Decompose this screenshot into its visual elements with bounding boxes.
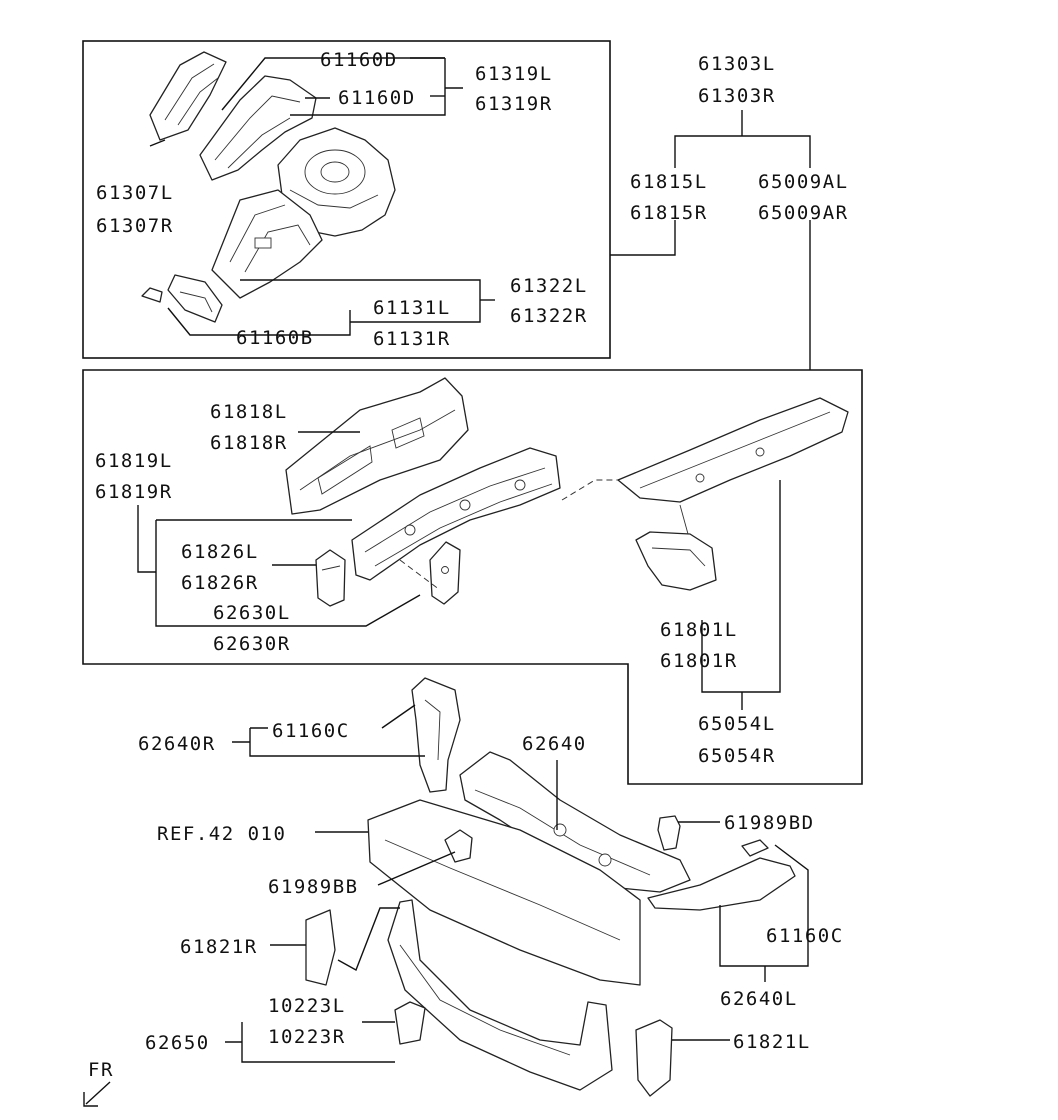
- label-61821L: 61821L: [733, 1031, 811, 1053]
- leader-lines: [137, 57, 811, 1063]
- label-65054R: 65054R: [698, 745, 776, 767]
- label-65009AL: 65009AL: [758, 171, 849, 193]
- label-61989BB: 61989BB: [268, 876, 359, 898]
- label-10223L: 10223L: [268, 995, 346, 1017]
- middle-member-parts: [285, 377, 849, 607]
- label-61307R: 61307R: [96, 215, 174, 237]
- label-62640: 62640: [522, 733, 587, 755]
- label-62650: 62650: [145, 1032, 210, 1054]
- label-61160C-a: 61160C: [272, 720, 350, 742]
- label-62630L: 62630L: [213, 602, 291, 624]
- label-62640L: 62640L: [720, 988, 798, 1010]
- part-labels: 61160D 61160D 61319L 61319R 61307L 61307…: [88, 49, 849, 1081]
- label-61821R: 61821R: [180, 936, 258, 958]
- label-61303R: 61303R: [698, 85, 776, 107]
- label-61826R: 61826R: [181, 572, 259, 594]
- label-61322R: 61322R: [510, 305, 588, 327]
- label-61160B: 61160B: [236, 327, 314, 349]
- label-61307L: 61307L: [96, 182, 174, 204]
- label-61319L: 61319L: [475, 63, 553, 85]
- label-61989BD: 61989BD: [724, 812, 815, 834]
- label-62640R: 62640R: [138, 733, 216, 755]
- label-61819R: 61819R: [95, 481, 173, 503]
- label-61815L: 61815L: [630, 171, 708, 193]
- front-direction-arrow: [83, 1081, 111, 1107]
- label-62630R: 62630R: [213, 633, 291, 655]
- label-61801R: 61801R: [660, 650, 738, 672]
- label-65009AR: 65009AR: [758, 202, 849, 224]
- label-61303L: 61303L: [698, 53, 776, 75]
- label-65054L: 65054L: [698, 713, 776, 735]
- upper-group-frame: [82, 40, 611, 359]
- label-61801L: 61801L: [660, 619, 738, 641]
- label-10223R: 10223R: [268, 1026, 346, 1048]
- label-61131L: 61131L: [373, 297, 451, 319]
- upper-apron-parts: [141, 51, 396, 323]
- label-61818R: 61818R: [210, 432, 288, 454]
- label-61160D-b: 61160D: [338, 87, 416, 109]
- label-61160D-a: 61160D: [320, 49, 398, 71]
- label-61160C-b: 61160C: [766, 925, 844, 947]
- label-61819L: 61819L: [95, 450, 173, 472]
- label-61826L: 61826L: [181, 541, 259, 563]
- label-ref-42010: REF.42 010: [157, 823, 286, 845]
- label-fr: FR: [88, 1059, 114, 1081]
- label-61322L: 61322L: [510, 275, 588, 297]
- lower-support-parts: [305, 677, 796, 1097]
- label-61818L: 61818L: [210, 401, 288, 423]
- label-61815R: 61815R: [630, 202, 708, 224]
- label-61131R: 61131R: [373, 328, 451, 350]
- middle-group-frame: [82, 369, 863, 785]
- label-61319R: 61319R: [475, 93, 553, 115]
